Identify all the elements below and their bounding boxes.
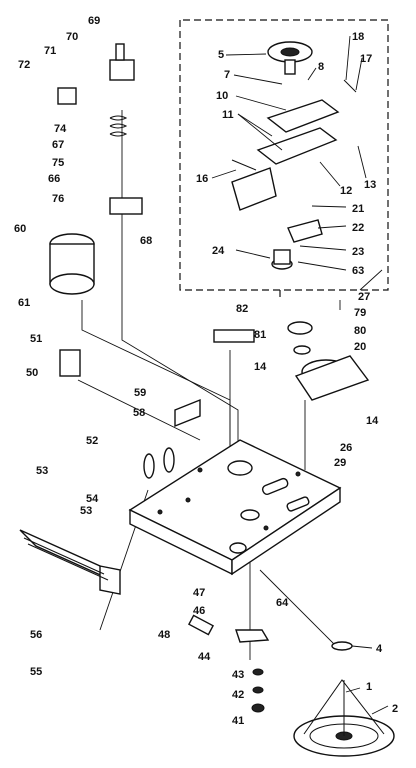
callout-label: 69 xyxy=(88,15,100,27)
callout-label: 14 xyxy=(254,361,267,373)
callout-label: 1 xyxy=(366,681,372,693)
callout-label: 13 xyxy=(364,179,376,191)
callout-label: 7 xyxy=(224,69,230,81)
callout-label: 64 xyxy=(276,597,289,609)
callout-label: 17 xyxy=(360,53,372,65)
callout-label: 75 xyxy=(52,157,64,169)
callout-label: 71 xyxy=(44,45,56,57)
callout-label: 16 xyxy=(196,173,208,185)
callout-label: 21 xyxy=(352,203,364,215)
callout-label: 79 xyxy=(354,307,366,319)
callout-label: 55 xyxy=(30,666,42,678)
callout-label: 8 xyxy=(318,61,324,73)
callout-label: 61 xyxy=(18,297,30,309)
left-parts xyxy=(49,43,201,479)
callout-label: 14 xyxy=(366,415,379,427)
inset-parts xyxy=(231,41,357,270)
callout-label: 76 xyxy=(52,193,64,205)
callout-label: 11 xyxy=(222,109,234,121)
callout-label: 46 xyxy=(193,605,205,617)
callout-label: 2 xyxy=(392,703,398,715)
callout-label: 41 xyxy=(232,715,244,727)
callout-label: 48 xyxy=(158,629,170,641)
callout-label: 53 xyxy=(36,465,48,477)
callout-label: 81 xyxy=(254,329,266,341)
callout-label: 58 xyxy=(133,407,145,419)
callout-label: 29 xyxy=(334,457,346,469)
callout-label: 5 xyxy=(218,49,224,61)
callout-label: 82 xyxy=(236,303,248,315)
callout-label: 68 xyxy=(140,235,152,247)
callout-label: 51 xyxy=(30,333,42,345)
callout-label: 43 xyxy=(232,669,244,681)
callout-label: 70 xyxy=(66,31,78,43)
right-parts xyxy=(213,321,370,651)
callout-label: 59 xyxy=(134,387,146,399)
callout-label: 67 xyxy=(52,139,64,151)
callout-label: 72 xyxy=(18,59,30,71)
callout-label: 10 xyxy=(216,90,228,102)
callout-label: 4 xyxy=(376,643,383,655)
callout-label: 26 xyxy=(340,442,352,454)
guide-rail xyxy=(19,529,121,595)
callout-label: 18 xyxy=(352,31,364,43)
callout-label: 52 xyxy=(86,435,98,447)
chassis-plate xyxy=(128,439,342,576)
callout-label: 74 xyxy=(54,123,67,135)
callout-labels: 1 2 4 5 7 8 10 11 12 13 14 14 16 17 18 2… xyxy=(14,15,398,727)
callout-label: 56 xyxy=(30,629,42,641)
callout-label: 50 xyxy=(26,367,38,379)
callout-label: 63 xyxy=(352,265,364,277)
callout-label: 24 xyxy=(212,245,225,257)
callout-label: 44 xyxy=(198,651,211,663)
callout-leaders xyxy=(211,35,389,715)
callout-label: 12 xyxy=(340,185,352,197)
callout-label: 54 xyxy=(86,493,99,505)
callout-label: 22 xyxy=(352,222,364,234)
callout-label: 42 xyxy=(232,689,244,701)
callout-label: 20 xyxy=(354,341,366,353)
inset-frame xyxy=(179,19,389,291)
callout-label: 66 xyxy=(48,173,60,185)
callout-label: 60 xyxy=(14,223,26,235)
callout-label: 53 xyxy=(80,505,92,517)
lower-parts xyxy=(187,614,395,757)
callout-label: 23 xyxy=(352,246,364,258)
callout-label: 47 xyxy=(193,587,205,599)
callout-label: 27 xyxy=(358,291,370,303)
callout-label: 80 xyxy=(354,325,366,337)
